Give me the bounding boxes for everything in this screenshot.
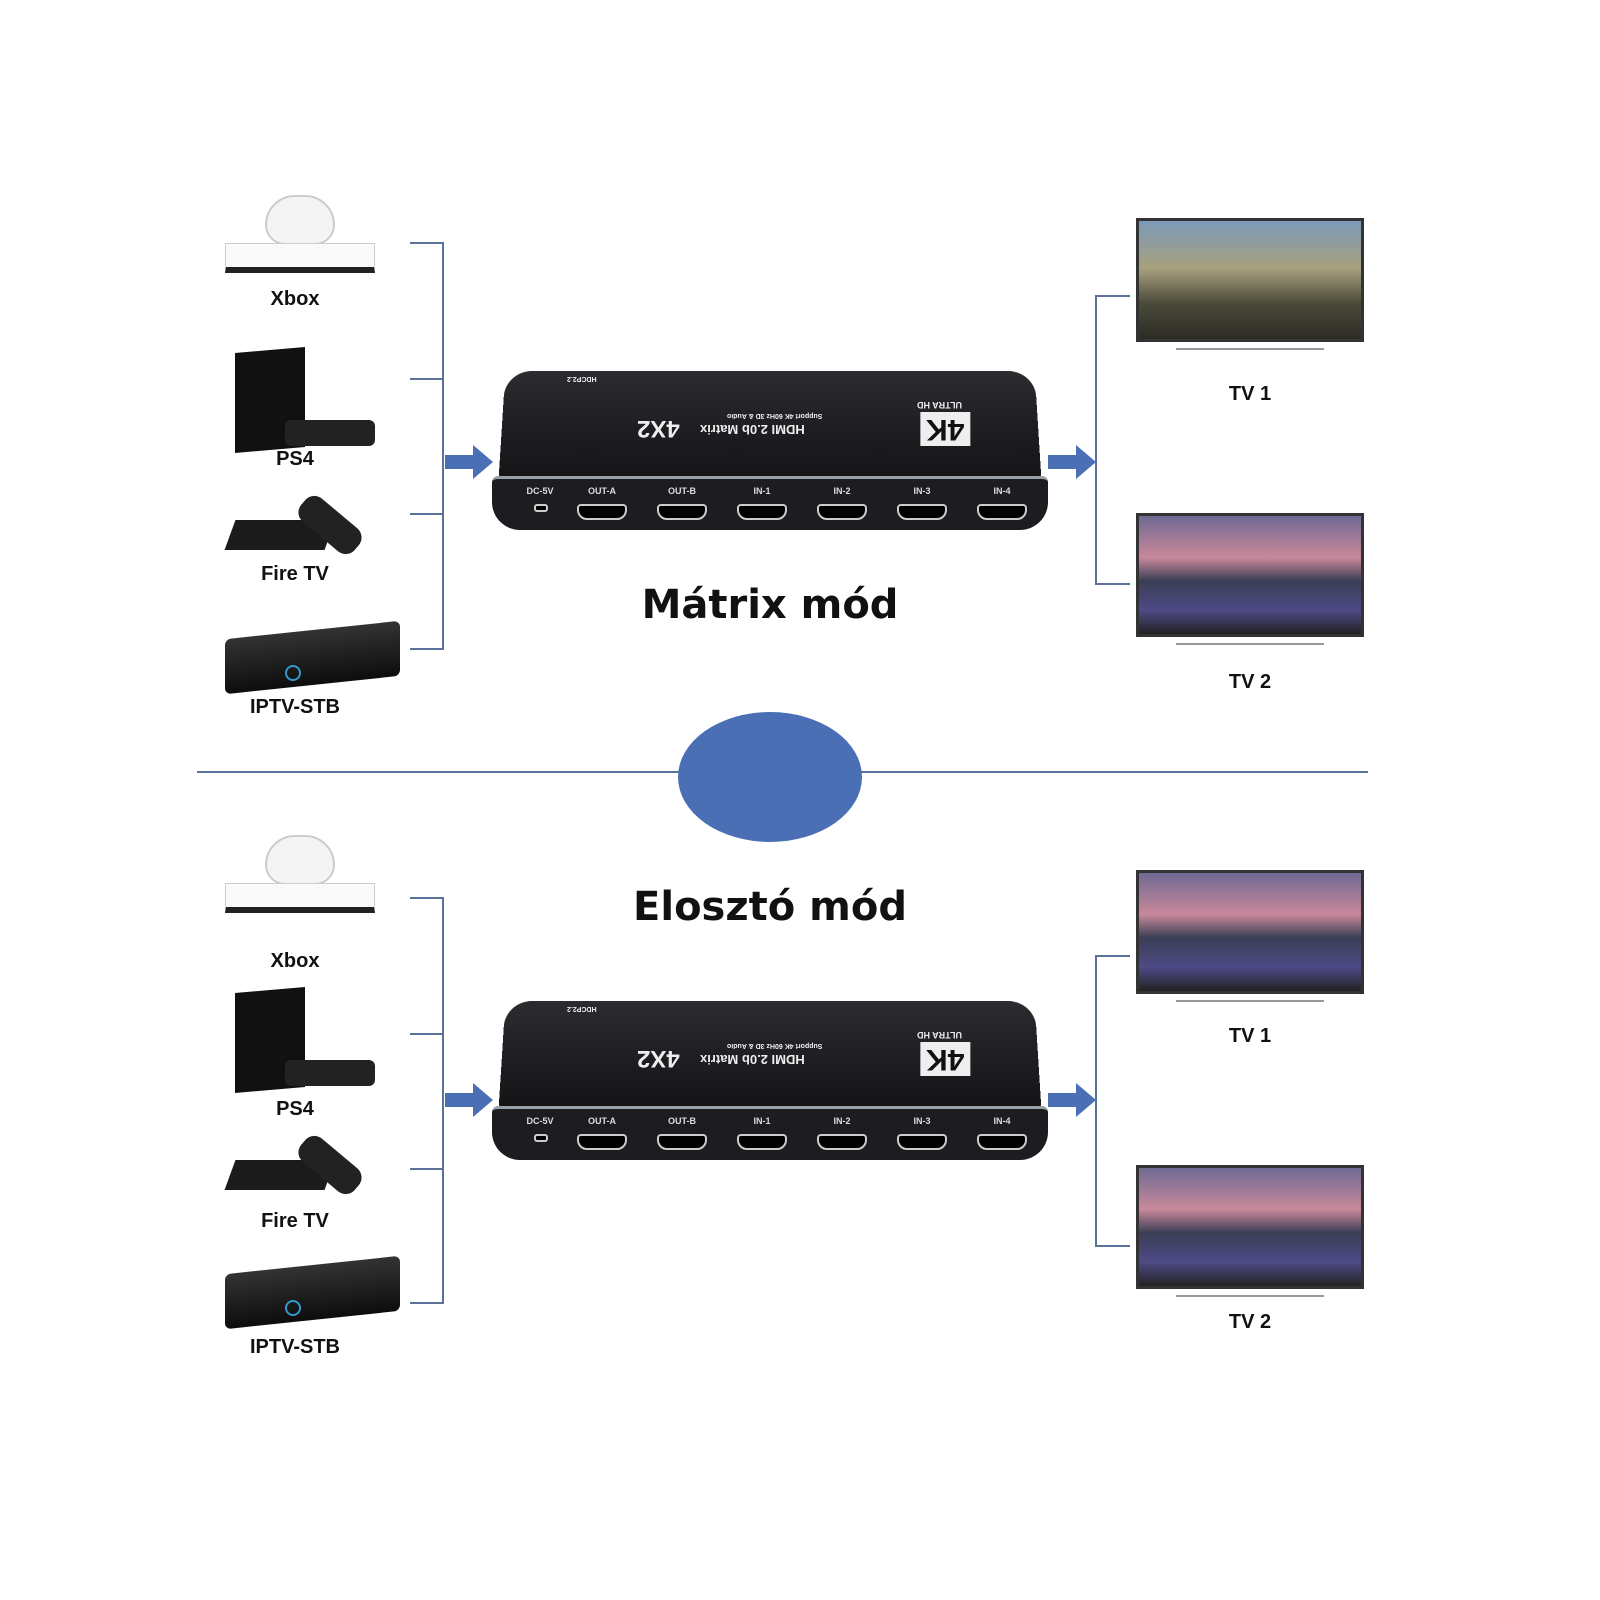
input-bracket xyxy=(442,897,444,1304)
hdmi-port xyxy=(977,1134,1027,1150)
output-bracket-tick xyxy=(1095,583,1130,585)
port-label: IN-2 xyxy=(833,486,851,496)
port-label: OUT-A xyxy=(588,1116,616,1126)
hub-badge: 4K xyxy=(920,1042,971,1076)
hub-badge: 4K xyxy=(920,412,971,446)
hdmi-port xyxy=(817,1134,867,1150)
iptv-device-image xyxy=(225,615,400,695)
hdmi-matrix-switch: 4K ULTRA HD HDMI 2.0b Matrix 4X2 Support 4K … xyxy=(492,1000,1048,1160)
output-bracket xyxy=(1095,295,1097,585)
port-label: IN-4 xyxy=(993,486,1011,496)
port-label: IN-1 xyxy=(753,1116,771,1126)
bracket-tick xyxy=(410,897,444,899)
hub-ratio: 4X2 xyxy=(637,415,680,442)
port-label: IN-2 xyxy=(833,1116,851,1126)
xbox-device-image xyxy=(225,195,395,275)
bracket-tick xyxy=(410,1168,444,1170)
port-label: OUT-B xyxy=(668,486,696,496)
port-label: IN-4 xyxy=(993,1116,1011,1126)
section-title: Mátrix mód xyxy=(641,582,899,628)
port-label: DC-5V xyxy=(526,1116,554,1126)
hdmi-port xyxy=(897,504,947,520)
hub-support: Support 4K 60Hz 3D & Audio xyxy=(727,1042,823,1049)
tv-label: TV 2 xyxy=(1228,1311,1272,1333)
port-label: OUT-A xyxy=(588,486,616,496)
xbox-device-image xyxy=(225,835,395,915)
iptv-device-image xyxy=(225,1250,400,1330)
ps4-device-image xyxy=(225,986,395,1094)
output-bracket xyxy=(1095,955,1097,1247)
port-label: IN-3 xyxy=(913,1116,931,1126)
input-arrow-icon xyxy=(445,445,493,479)
output-bracket-tick xyxy=(1095,955,1130,957)
output-arrow-icon xyxy=(1048,445,1096,479)
hub-model: HDMI 2.0b Matrix xyxy=(700,422,805,437)
hdmi-port xyxy=(977,504,1027,520)
port-label: DC-5V xyxy=(526,486,554,496)
hdmi-port xyxy=(657,504,707,520)
output-arrow-icon xyxy=(1048,1083,1096,1117)
hdmi-port xyxy=(897,1134,947,1150)
source-label: Fire TV xyxy=(261,563,329,585)
source-label: Xbox xyxy=(270,288,320,310)
bracket-tick xyxy=(410,1033,444,1035)
tv-image xyxy=(1136,870,1364,1002)
source-label: IPTV-STB xyxy=(249,1336,340,1358)
section-title: Elosztó mód xyxy=(633,884,907,930)
bracket-tick xyxy=(410,648,444,650)
hub-badge-sub: ULTRA HD xyxy=(917,1030,962,1040)
tv-label: TV 2 xyxy=(1228,671,1272,693)
output-bracket-tick xyxy=(1095,295,1130,297)
ps4-device-image xyxy=(225,346,395,454)
source-label: Xbox xyxy=(270,950,320,972)
output-bracket-tick xyxy=(1095,1245,1130,1247)
hdmi-port xyxy=(737,1134,787,1150)
tv-image xyxy=(1136,1165,1364,1297)
hdmi-port xyxy=(737,504,787,520)
tv-image xyxy=(1136,218,1364,350)
hub-hdcp: HDCP2.2 xyxy=(567,375,597,382)
port-label: IN-3 xyxy=(913,486,931,496)
port-label: IN-1 xyxy=(753,486,771,496)
bracket-tick xyxy=(410,513,444,515)
firetv-device-image xyxy=(224,490,395,570)
bracket-tick xyxy=(410,378,444,380)
tv-label: TV 1 xyxy=(1228,383,1272,405)
hub-hdcp: HDCP2.2 xyxy=(567,1005,597,1012)
hdmi-port xyxy=(817,504,867,520)
firetv-device-image xyxy=(224,1130,395,1210)
dc-port xyxy=(534,504,548,512)
tv-label: TV 1 xyxy=(1228,1025,1272,1047)
hub-support: Support 4K 60Hz 3D & Audio xyxy=(727,412,823,419)
hdmi-port xyxy=(657,1134,707,1150)
input-arrow-icon xyxy=(445,1083,493,1117)
hub-model: HDMI 2.0b Matrix xyxy=(700,1052,805,1067)
source-label: PS4 xyxy=(276,448,314,470)
bracket-tick xyxy=(410,242,444,244)
hdmi-matrix-switch: 4K ULTRA HD HDMI 2.0b Matrix 4X2 Support 4K … xyxy=(492,370,1048,530)
tv-image xyxy=(1136,513,1364,645)
bracket-tick xyxy=(410,1302,444,1304)
hub-badge-sub: ULTRA HD xyxy=(917,400,962,410)
hub-ratio: 4X2 xyxy=(637,1045,680,1072)
source-label: IPTV-STB xyxy=(249,696,340,718)
source-label: PS4 xyxy=(276,1098,314,1120)
hdmi-port xyxy=(577,504,627,520)
dc-port xyxy=(534,1134,548,1142)
source-label: Fire TV xyxy=(261,1210,329,1232)
hdmi-port xyxy=(577,1134,627,1150)
input-bracket xyxy=(442,242,444,650)
divider-ellipse xyxy=(678,712,862,842)
port-label: OUT-B xyxy=(668,1116,696,1126)
